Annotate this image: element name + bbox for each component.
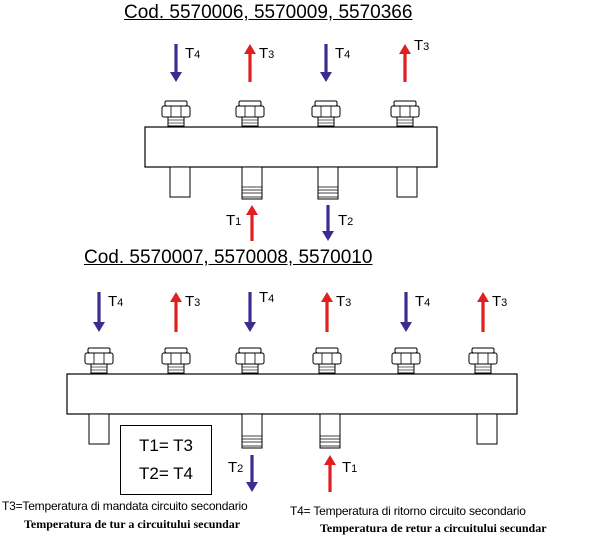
legend-t3-romanian: Temperatura de tur a circuitului secunda…: [24, 517, 241, 531]
manifold_top-inlet-label-0: T1: [226, 212, 241, 229]
manifold_bottom-outlet-fitting-1: [161, 347, 191, 374]
manifold_top-end-stub-1: [396, 166, 418, 198]
manifold_bottom-outlet-fitting-5: [468, 347, 498, 374]
manifold_bottom-outlet-label-0: T4: [108, 293, 123, 310]
equation-t1-t3: T1= T3: [138, 436, 194, 455]
manifold_top-outlet-fitting-3: [390, 100, 420, 127]
manifold_bottom-inlet-arrow-0: [246, 455, 258, 492]
manifold_top-outlet-label-1: T3: [259, 45, 274, 62]
manifold_bottom-outlet-fitting-0: [84, 347, 114, 374]
equation-box: T1= T3 T2= T4: [120, 425, 212, 495]
manifold_bottom-inlet-label-0: T2: [228, 459, 243, 476]
legend-t4-italian: T4= Temperatura di ritorno circuito seco…: [290, 504, 526, 518]
title-bottom: Cod. 5570007, 5570008, 5570010: [84, 247, 373, 268]
manifold_bottom-outlet-label-2: T4: [259, 289, 274, 306]
manifold_top-outlet-label-2: T4: [335, 45, 350, 62]
manifold_top-inlet-arrow-0: [246, 205, 258, 241]
manifold_bottom-inlet-stub-1: [319, 413, 341, 449]
manifold_bottom-outlet-arrow-1: [170, 292, 182, 332]
equation-t2-t4: T2= T4: [138, 464, 194, 483]
manifold_bottom-end-stub-1: [476, 413, 498, 445]
manifold_top-outlet-label-0: T4: [185, 45, 200, 62]
manifold_top-outlet-arrow-1: [244, 44, 256, 82]
manifold_top-end-stub-0: [169, 166, 191, 198]
manifold_top-inlet-label-1: T2: [338, 212, 353, 229]
manifold_top-body: [144, 126, 438, 168]
legend-t3-italian: T3=Temperatura di mandata circuito secon…: [2, 499, 248, 513]
manifold_top-inlet-stub-1: [317, 166, 339, 200]
manifold_top-inlet-arrow-1: [322, 205, 334, 241]
manifold_bottom-outlet-arrow-3: [321, 292, 333, 332]
manifold_top-outlet-fitting-0: [161, 100, 191, 127]
manifold_bottom-outlet-arrow-0: [93, 292, 105, 332]
manifold_top-inlet-stub-0: [241, 166, 263, 200]
manifold_bottom-outlet-fitting-3: [312, 347, 342, 374]
manifold_bottom-body: [66, 373, 518, 415]
manifold_top-outlet-arrow-2: [320, 44, 332, 82]
manifold_bottom-outlet-label-3: T3: [336, 293, 351, 310]
manifold_bottom-outlet-arrow-2: [244, 292, 256, 332]
manifold_bottom-inlet-arrow-1: [324, 455, 336, 492]
manifold_top-outlet-arrow-3: [399, 44, 411, 82]
manifold_bottom-end-stub-0: [88, 413, 110, 445]
manifold_top-outlet-label-3: T3: [414, 37, 429, 54]
manifold_bottom-outlet-arrow-5: [477, 292, 489, 332]
manifold_top-outlet-fitting-2: [311, 100, 341, 127]
manifold_top-outlet-arrow-0: [170, 44, 182, 82]
legend-t4-romanian: Temperatura de retur a circuitului secun…: [320, 521, 547, 535]
manifold_bottom-outlet-fitting-4: [391, 347, 421, 374]
manifold_bottom-outlet-fitting-2: [235, 347, 265, 374]
manifold_bottom-inlet-label-1: T1: [342, 459, 357, 476]
title-top: Cod. 5570006, 5570009, 5570366: [124, 2, 413, 23]
manifold_top-outlet-fitting-1: [235, 100, 265, 127]
manifold_bottom-outlet-arrow-4: [400, 292, 412, 332]
manifold_bottom-outlet-label-1: T3: [185, 293, 200, 310]
manifold_bottom-inlet-stub-0: [241, 413, 263, 449]
manifold_bottom-outlet-label-5: T3: [492, 293, 507, 310]
manifold_bottom-outlet-label-4: T4: [415, 293, 430, 310]
